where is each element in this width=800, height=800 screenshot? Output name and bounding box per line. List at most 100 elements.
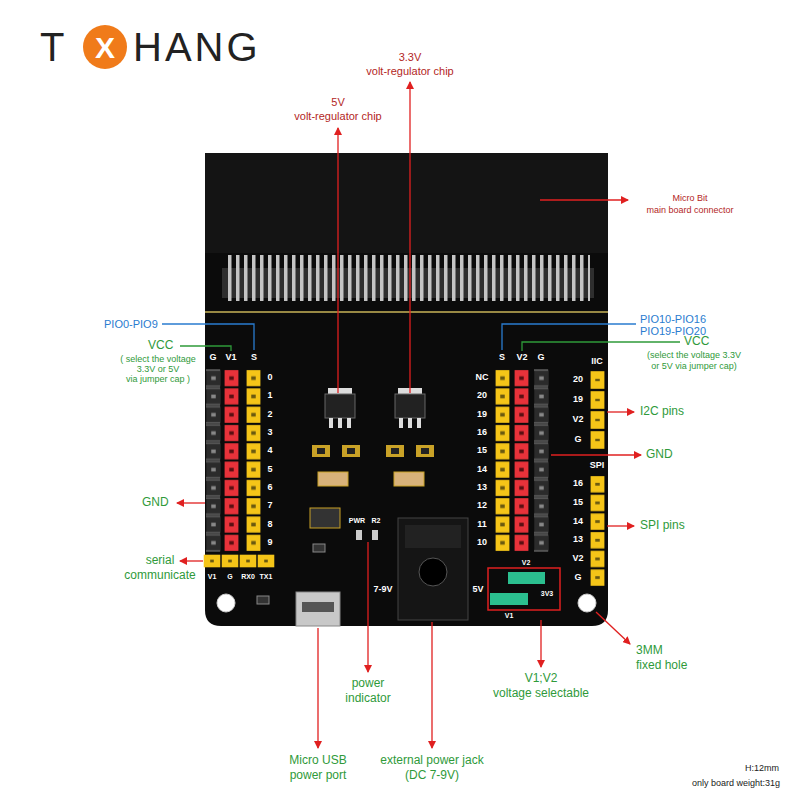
callout-note: 3.3V or 5V (137, 365, 180, 375)
pin-label: 3V3 (541, 590, 553, 598)
pin-label: 4 (267, 446, 272, 456)
pin-label: 8 (267, 520, 272, 530)
pin-label: IIC (591, 357, 603, 367)
callout-label: I2C pins (640, 405, 684, 418)
callout-label: SPI pins (640, 519, 685, 532)
pin-label: 15 (477, 446, 487, 456)
pin-label: 7-9V (373, 585, 392, 595)
logo-circle (83, 25, 127, 69)
pin-label: 13 (477, 483, 487, 493)
callout-label: main board connector (646, 206, 733, 216)
pin-label: NC (476, 373, 489, 383)
dc-jack (398, 518, 468, 620)
callout-label: power (352, 677, 385, 690)
callout-label: Micro USB (289, 754, 346, 767)
pin-label: S (499, 353, 505, 363)
callout-label: 5V (331, 96, 344, 108)
pin-label: R2 (372, 517, 381, 525)
pin-label: V2 (522, 559, 531, 567)
callout-label: 3.3V (399, 51, 422, 63)
pin-label: 20 (573, 375, 583, 385)
pin-label: V1 (208, 573, 217, 581)
callout-note: (select the voltage 3.3V (647, 351, 741, 361)
regulator-3v3 (395, 388, 425, 428)
callout-label: GND (646, 448, 673, 461)
pin-label: 1 (267, 391, 272, 401)
pin-label: G (227, 573, 232, 581)
pin-label: 3 (267, 428, 272, 438)
mount-hole (578, 594, 596, 612)
pin-label: 5 (267, 465, 272, 475)
leader-lines (177, 82, 641, 748)
callout-note: or 5V via jumper cap) (651, 362, 737, 372)
pin-label: 0 (267, 373, 272, 383)
pin-label: 15 (573, 498, 583, 508)
pin-label: 11 (477, 520, 487, 530)
callout-label: V1;V2 (525, 672, 558, 685)
callout-label: volt-regulator chip (294, 110, 381, 122)
header-signal (246, 369, 261, 552)
pin-label: V2 (516, 353, 527, 363)
pin-label: PWR (349, 517, 365, 525)
pin-label: 9 (267, 538, 272, 548)
pin-label: 14 (477, 465, 487, 475)
logo-text: T (40, 25, 67, 69)
pin-label: 12 (477, 501, 487, 511)
header-vcc (514, 369, 529, 552)
header-gnd (206, 369, 221, 552)
pin-label: 16 (573, 479, 583, 489)
callout-label: indicator (345, 692, 390, 705)
pin-label: 10 (477, 538, 487, 548)
pin-label: RX0 (241, 573, 255, 581)
bracket-lines (162, 324, 680, 351)
callout-label: GND (142, 496, 169, 509)
microbit-slot (205, 153, 608, 253)
callout-label: VCC (684, 335, 709, 348)
header-serial (203, 554, 275, 568)
pin-label: 2 (267, 410, 272, 420)
pin-label: V2 (572, 415, 583, 425)
logo-text: X (95, 31, 115, 64)
pin-label: 13 (573, 535, 583, 545)
callout-label: communicate (124, 569, 195, 582)
callout-label: power port (290, 769, 347, 782)
pin-label: 5V (472, 585, 483, 595)
callout-label: (DC 7-9V) (405, 769, 459, 782)
pin-label: 19 (573, 395, 583, 405)
spec-note: only board weight:31g (692, 779, 780, 789)
callout-label: voltage selectable (493, 687, 589, 700)
pin-label: 7 (267, 501, 272, 511)
callout-note: via jumper cap ) (126, 375, 190, 385)
logo-text: HANG (133, 25, 261, 69)
callout-label: serial (146, 554, 175, 567)
callout-label: PIO0-PIO9 (104, 318, 158, 330)
callout-label: Micro Bit (672, 194, 707, 204)
pin-label: 19 (477, 410, 487, 420)
pin-label: 16 (477, 428, 487, 438)
pin-label: 6 (267, 483, 272, 493)
header-signal (495, 369, 510, 552)
header-vcc (224, 369, 239, 552)
pin-label: V1 (225, 353, 236, 363)
callout-label: fixed hole (636, 659, 687, 672)
pin-label: SPI (590, 461, 605, 471)
pin-label: G (574, 435, 581, 445)
spec-note: H:12mm (745, 764, 779, 774)
callout-note: ( select the voltage (120, 355, 196, 365)
pin-label: G (574, 573, 581, 583)
board-edge (205, 311, 608, 313)
connector-pins (226, 255, 590, 301)
pin-label: 20 (477, 391, 487, 401)
callout-label: VCC (148, 339, 173, 352)
pin-label: TX1 (260, 573, 273, 581)
pin-label: V2 (572, 554, 583, 564)
pin-label: G (537, 353, 544, 363)
pin-label: G (209, 353, 216, 363)
micro-usb-port (296, 592, 340, 626)
callout-label: 3MM (636, 644, 663, 657)
pin-label: 14 (573, 517, 583, 527)
callout-label: PIO10-PIO16 (640, 313, 706, 325)
